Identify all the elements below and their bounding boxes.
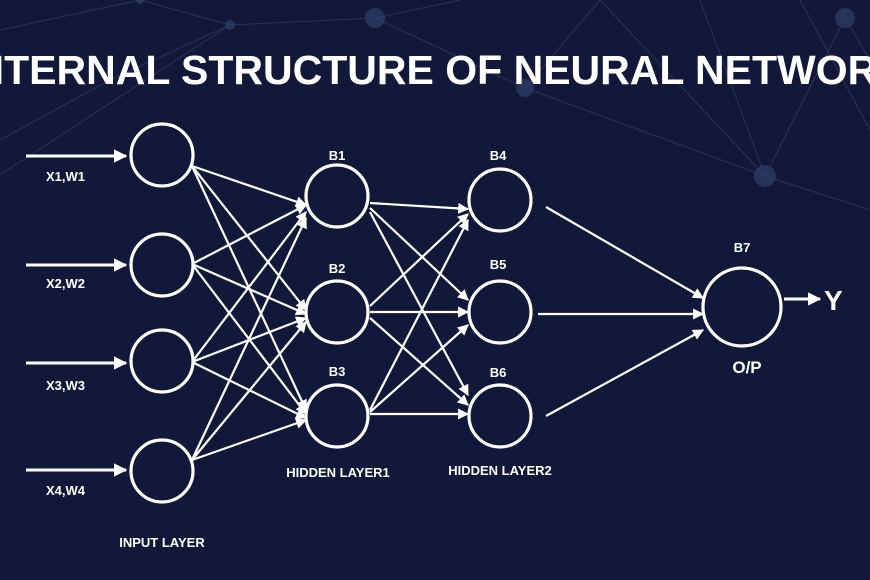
edge-b3-b5 (369, 324, 469, 413)
edge-x4-b1 (191, 217, 307, 461)
node-b4 (467, 167, 533, 233)
edge-x1-b1 (191, 164, 308, 207)
hidden-layer-1: B1 B2 B3 (304, 148, 370, 449)
node-b2-label: B2 (329, 261, 346, 276)
hidden-layer-2-caption: HIDDEN LAYER2 (448, 463, 552, 478)
input-label-1: X1,W1 (46, 169, 85, 184)
input-node-4 (129, 438, 195, 504)
input-label-3: X3,W3 (46, 378, 85, 393)
input-node-1 (129, 122, 195, 188)
node-b6-label: B6 (490, 365, 507, 380)
edge-b1-b6 (369, 211, 469, 396)
edge-b1-b5 (369, 207, 469, 301)
edge-x2-b2 (191, 262, 308, 316)
edge-b6-b7 (545, 329, 704, 417)
node-b3-label: B3 (329, 364, 346, 379)
input-layer (129, 122, 195, 504)
hidden-layer-2: B4 B5 B6 (467, 148, 533, 449)
edge-x4-b2 (191, 321, 307, 461)
background-network-pattern (0, 0, 870, 211)
diagram-title: INTERNAL STRUCTURE OF NEURAL NETWORK (0, 47, 870, 93)
input-label-2: X2,W2 (46, 276, 85, 291)
node-b1-label: B1 (329, 148, 346, 163)
node-b7-label: B7 (734, 240, 751, 255)
node-b2 (304, 279, 370, 345)
hidden1-to-hidden2-connections (369, 201, 470, 420)
edge-x1-b2 (191, 165, 307, 311)
edge-b1-b4 (369, 201, 470, 214)
input-arrows (26, 149, 128, 477)
edge-b3-b4 (369, 219, 469, 411)
hidden-layer-1-caption: HIDDEN LAYER1 (286, 465, 390, 480)
node-b3 (304, 383, 370, 449)
edge-b2-b6 (369, 317, 469, 406)
node-b5 (467, 279, 533, 345)
node-b1 (304, 163, 370, 229)
output-layer: B7 O/P (701, 240, 783, 377)
edge-b2-b4 (369, 213, 469, 307)
node-b7 (701, 266, 783, 348)
input-layer-caption: INPUT LAYER (119, 535, 205, 550)
input-labels: X1,W1 X2,W2 X3,W3 X4,W4 (46, 169, 86, 498)
edge-b4-b7 (545, 206, 704, 299)
input-node-2 (129, 232, 195, 298)
input-node-3 (129, 328, 195, 394)
node-b4-label: B4 (490, 148, 507, 163)
node-b6 (467, 383, 533, 449)
output-y-label: Y (824, 285, 843, 316)
node-b5-label: B5 (490, 257, 507, 272)
edge-x3-b1 (191, 211, 307, 363)
input-to-hidden1-connections (191, 164, 308, 462)
input-label-4: X4,W4 (46, 483, 86, 498)
output-layer-label: O/P (732, 358, 761, 377)
hidden2-to-output-connections (538, 206, 705, 417)
edge-x4-b3 (191, 418, 308, 462)
edge-x2-b1 (191, 204, 307, 265)
